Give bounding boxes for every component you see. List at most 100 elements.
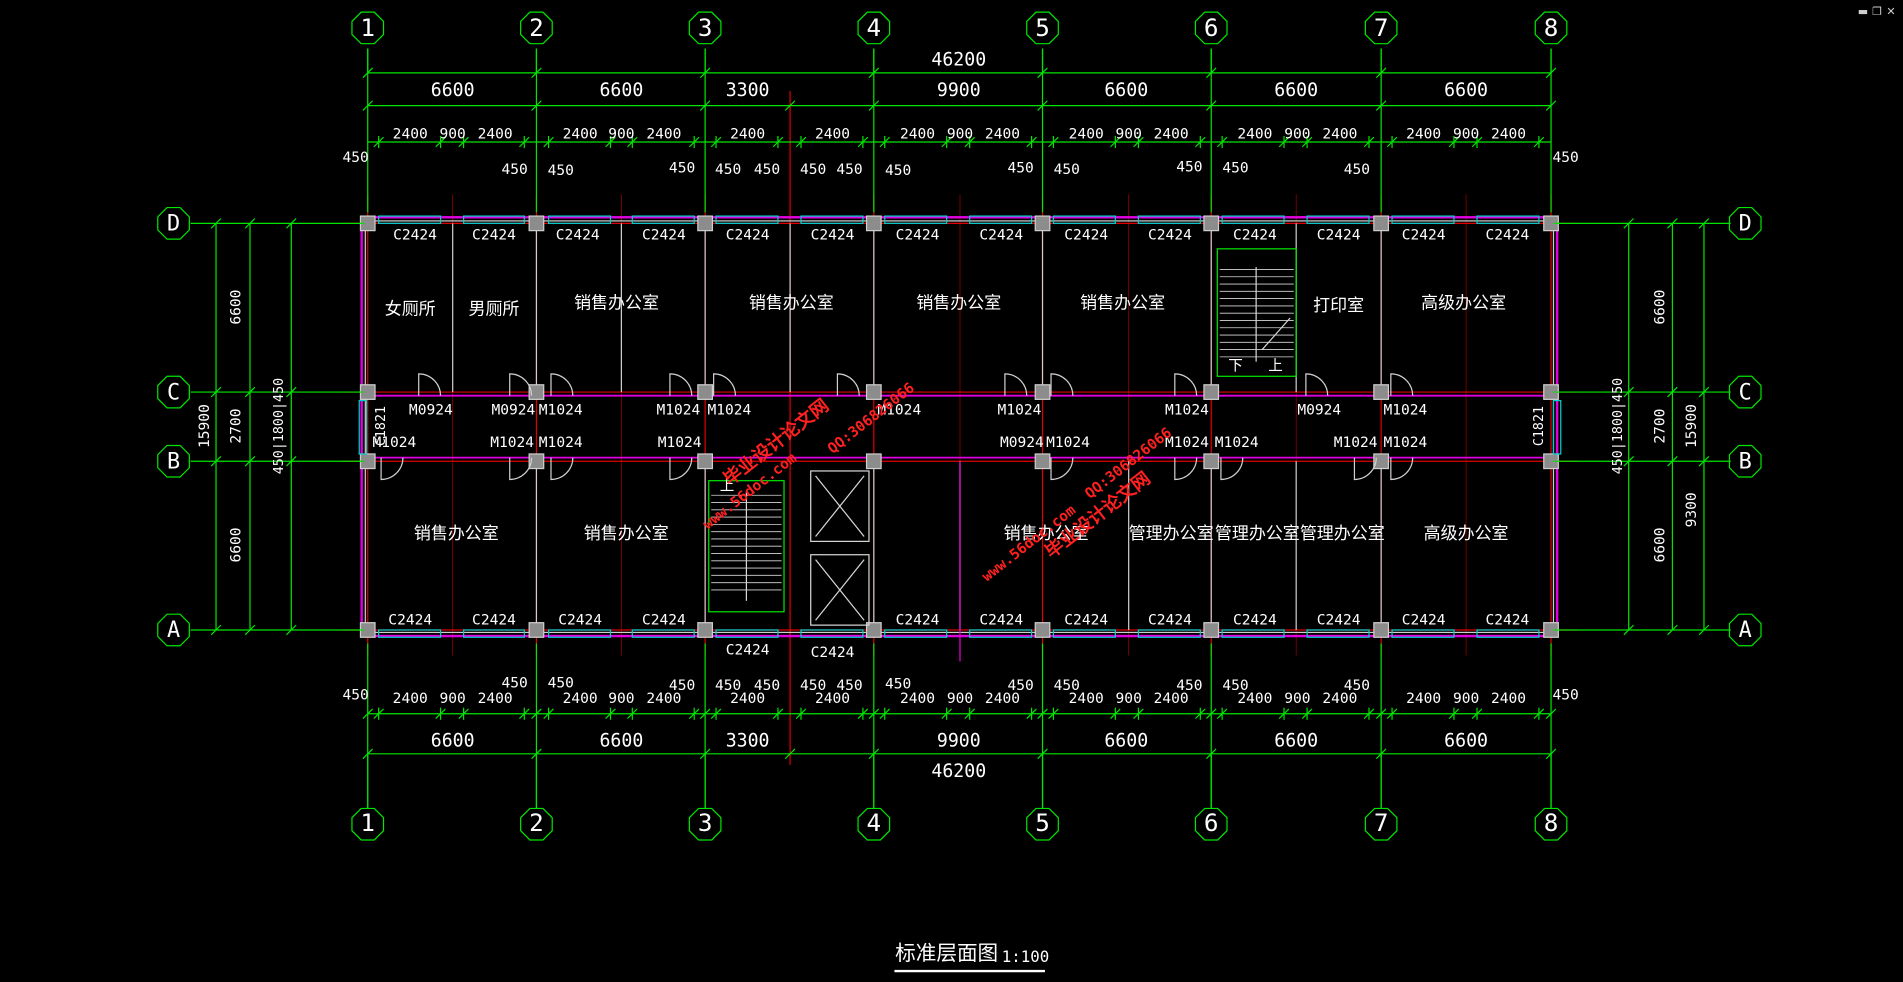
window-tag-top: C2424 — [1402, 226, 1446, 243]
elevator-box — [810, 554, 870, 626]
overall-depth-right: 15900 — [1683, 404, 1700, 448]
axis-bubble — [688, 807, 722, 841]
window-tag-top: C2424 — [393, 226, 437, 243]
dim-tick — [285, 386, 297, 398]
bay-span-bottom: 6600 — [1104, 731, 1148, 752]
axis-label-x: 3 — [698, 808, 713, 837]
window-top — [547, 215, 612, 224]
door-c — [1390, 373, 1414, 396]
axis-bubble — [520, 11, 553, 45]
dim-tick — [1667, 386, 1678, 398]
elevator-shaft — [810, 470, 870, 542]
window-top — [378, 215, 442, 224]
window-tag-top: C2424 — [979, 226, 1023, 243]
axis-bubble — [157, 613, 190, 647]
dim-tick — [285, 624, 297, 636]
axis-bubble — [157, 375, 190, 409]
window-dim-top: 2400 — [646, 126, 681, 143]
window-dim-top: 2400 — [1154, 126, 1189, 143]
drawing-scale: 1:100 — [1002, 947, 1049, 966]
door-c — [1050, 373, 1074, 396]
dim-tick — [1545, 67, 1557, 79]
axis-label-x: 5 — [1035, 13, 1050, 42]
dim-tick — [285, 455, 297, 467]
pier-dim-bottom: 450 — [342, 687, 368, 704]
door-c — [836, 373, 860, 396]
dim-tick — [531, 708, 542, 720]
watermark: 毕业设计论文网www.56doc.comQQ:306826066毕业设计论文网w… — [700, 379, 1175, 585]
bay-span-top: 6600 — [1444, 80, 1488, 101]
door-tag-b: M0924 — [1000, 434, 1044, 451]
window-top — [715, 215, 779, 224]
room-label: 管理办公室 — [1215, 524, 1300, 544]
pier-dim-bottom: 450 — [1054, 677, 1080, 694]
door-tag-c: M1024 — [998, 401, 1042, 418]
axis-label-x: 1 — [360, 808, 375, 837]
stair-outline — [708, 480, 785, 613]
axis-bubble — [351, 11, 385, 45]
dim-tick — [1375, 100, 1387, 111]
window-tag-bottom: C2424 — [642, 611, 686, 628]
axis-label-y: C — [1739, 380, 1752, 405]
dim-tick — [285, 218, 297, 229]
axis-label-y: A — [167, 618, 180, 643]
window-bottom — [1391, 629, 1455, 638]
window-tag-bottom: C2424 — [1402, 611, 1446, 628]
stair-down-label: 下 — [1228, 358, 1243, 375]
dim-tick — [1037, 708, 1048, 720]
window-dim-bottom: 2400 — [646, 690, 681, 707]
axis-bubble — [1728, 206, 1762, 240]
structural-column — [865, 384, 882, 400]
minimize-icon[interactable]: ▬ — [1857, 5, 1869, 18]
pier-dim-bottom: 450 — [1176, 677, 1202, 694]
dim-tick — [784, 748, 796, 760]
pier-dim-bottom: 450 — [501, 674, 527, 691]
door-tag-b: M1024 — [1046, 434, 1090, 451]
axis-label-x: 1 — [360, 13, 375, 42]
axis-label-x: 6 — [1204, 13, 1219, 42]
window-dim-top: 2400 — [815, 126, 850, 143]
elevator-cross — [815, 475, 865, 537]
axis-bubble — [1194, 11, 1228, 45]
window-tag-top: C2424 — [896, 226, 940, 243]
bay-span-top: 6600 — [431, 80, 475, 101]
window-tag-top: C2424 — [642, 226, 686, 243]
axis-label-y: B — [167, 449, 180, 474]
dim-tick — [1698, 624, 1710, 636]
window-dim-top: 900 — [1453, 126, 1479, 143]
dim-tick — [244, 455, 256, 467]
door-tag-c: M0924 — [491, 401, 535, 418]
dim-tick — [1545, 100, 1557, 111]
dim-tick — [1205, 100, 1217, 111]
axis-bubble — [351, 807, 385, 841]
window-top — [884, 215, 948, 224]
window-tag-top: C2424 — [1485, 226, 1529, 243]
window-dim-bottom: 2400 — [1491, 690, 1526, 707]
close-icon[interactable]: ✕ — [1886, 5, 1896, 18]
window-bottom — [800, 629, 864, 638]
pier-dim-bottom: 450 — [1008, 677, 1034, 694]
window-dim-top: 2400 — [900, 126, 935, 143]
overall-depth-left: 15900 — [196, 404, 213, 448]
window-dim-top: 2400 — [563, 126, 598, 143]
stair-window-tag: C2424 — [811, 644, 855, 661]
dim-tick — [244, 386, 256, 398]
door-b — [1353, 457, 1377, 481]
axis-label-y: C — [167, 380, 180, 405]
door-c — [509, 373, 533, 396]
pier-dim-top: 450 — [501, 161, 527, 178]
stair-up-label: 上 — [720, 478, 735, 495]
structural-column — [1373, 622, 1390, 638]
window-top — [631, 215, 695, 224]
bay-span-top: 6600 — [1104, 80, 1148, 101]
door-tag-c: M1024 — [657, 401, 701, 418]
dim-tick — [1667, 624, 1678, 636]
axis-label-x: 2 — [529, 808, 544, 837]
window-top — [1137, 215, 1201, 224]
axis-label-x: 8 — [1544, 808, 1559, 837]
window-top — [1221, 215, 1285, 224]
restore-icon[interactable]: ❐ — [1872, 5, 1882, 18]
window-dim-bottom: 2400 — [1069, 690, 1104, 707]
window-bottom — [715, 629, 779, 638]
